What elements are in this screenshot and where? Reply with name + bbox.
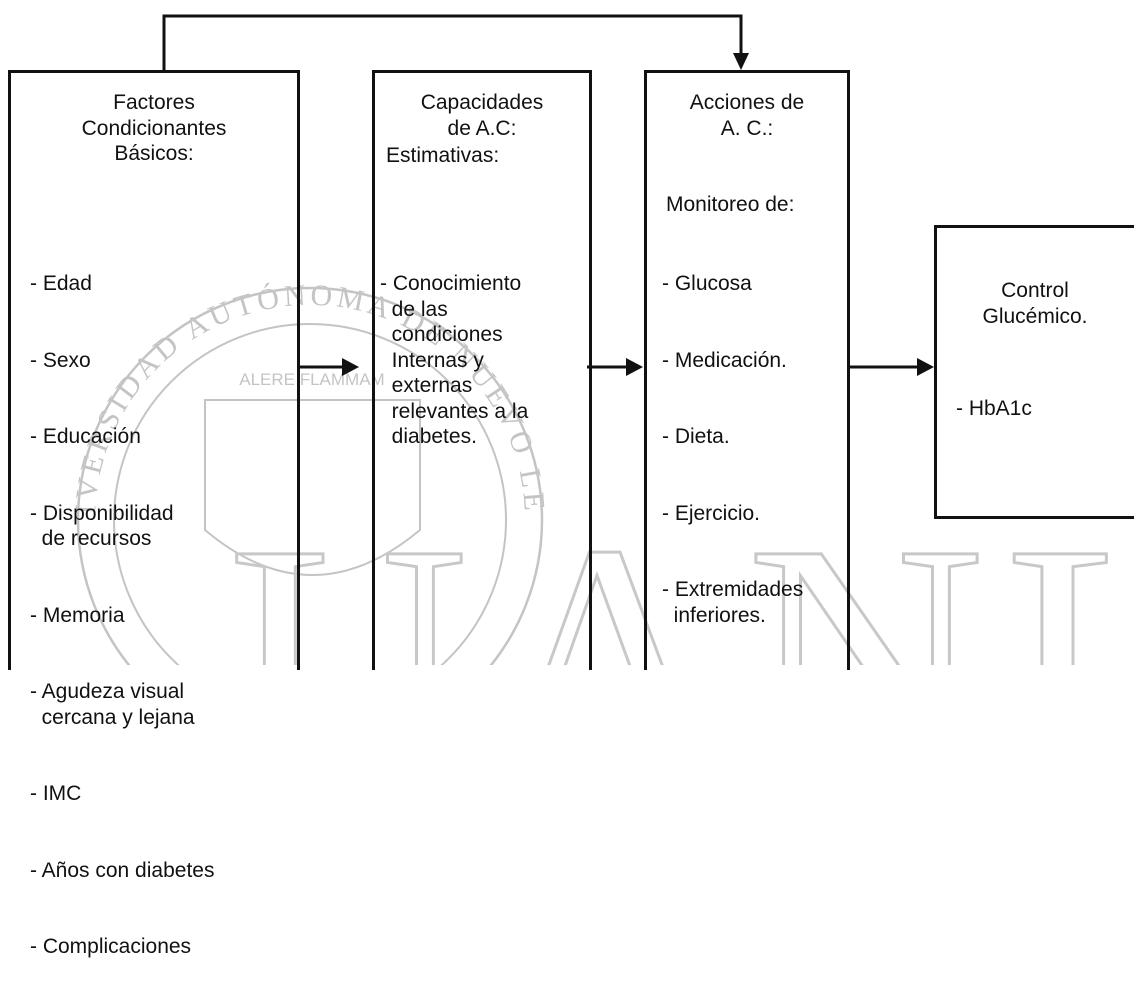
acciones-title: Acciones de A. C.: <box>689 91 805 140</box>
acciones-subtitle: Monitoreo de: <box>666 193 795 216</box>
list-item: - HbA1c <box>956 397 1032 420</box>
feedback-connector <box>162 14 743 70</box>
list-item: - Agudeza visual cercana y lejana <box>30 680 195 729</box>
list-item: - Ejercicio. <box>662 501 761 525</box>
capacidades-list: - Conocimiento de las condiciones Intern… <box>380 220 528 475</box>
factores-list: - Edad - Sexo - Educación - Disponibilid… <box>30 220 214 985</box>
control-list: - HbA1c <box>956 345 1032 447</box>
list-item: - Medicación. <box>662 348 787 372</box>
factores-title: Factores Condicionantes Básicos: <box>81 91 227 165</box>
list-item: - Glucosa <box>662 272 752 295</box>
list-item: - Extremidades inferiores. <box>662 578 804 627</box>
list-item: - Años con diabetes <box>30 858 215 882</box>
control-title: Control Glucémico. <box>982 279 1088 328</box>
list-item: - Memoria <box>30 603 125 627</box>
list-item: - Dieta. <box>662 425 730 448</box>
capacidades-title: Capacidades de A.C: <box>420 91 544 140</box>
capacidades-subtitle: Estimativas: <box>386 144 500 167</box>
arrowhead-right <box>342 358 359 376</box>
arrowhead-right <box>917 358 934 376</box>
acciones-box <box>644 70 850 670</box>
list-item: - Sexo <box>30 348 91 372</box>
arrowhead-right <box>626 358 643 376</box>
list-item: - Conocimiento de las condiciones Intern… <box>380 272 529 448</box>
acciones-list: - Glucosa - Medicación. - Dieta. - Ejerc… <box>662 220 803 654</box>
factores-box <box>8 70 300 670</box>
list-item: - Edad <box>30 272 92 295</box>
list-item: - Disponibilidad de recursos <box>30 501 174 551</box>
list-item: - Educación <box>30 425 141 448</box>
control-box <box>934 225 1134 519</box>
list-item: - IMC <box>30 782 82 805</box>
list-item: - Complicaciones <box>30 935 192 958</box>
arrowhead-down <box>733 53 749 70</box>
capacidades-box <box>372 70 592 670</box>
